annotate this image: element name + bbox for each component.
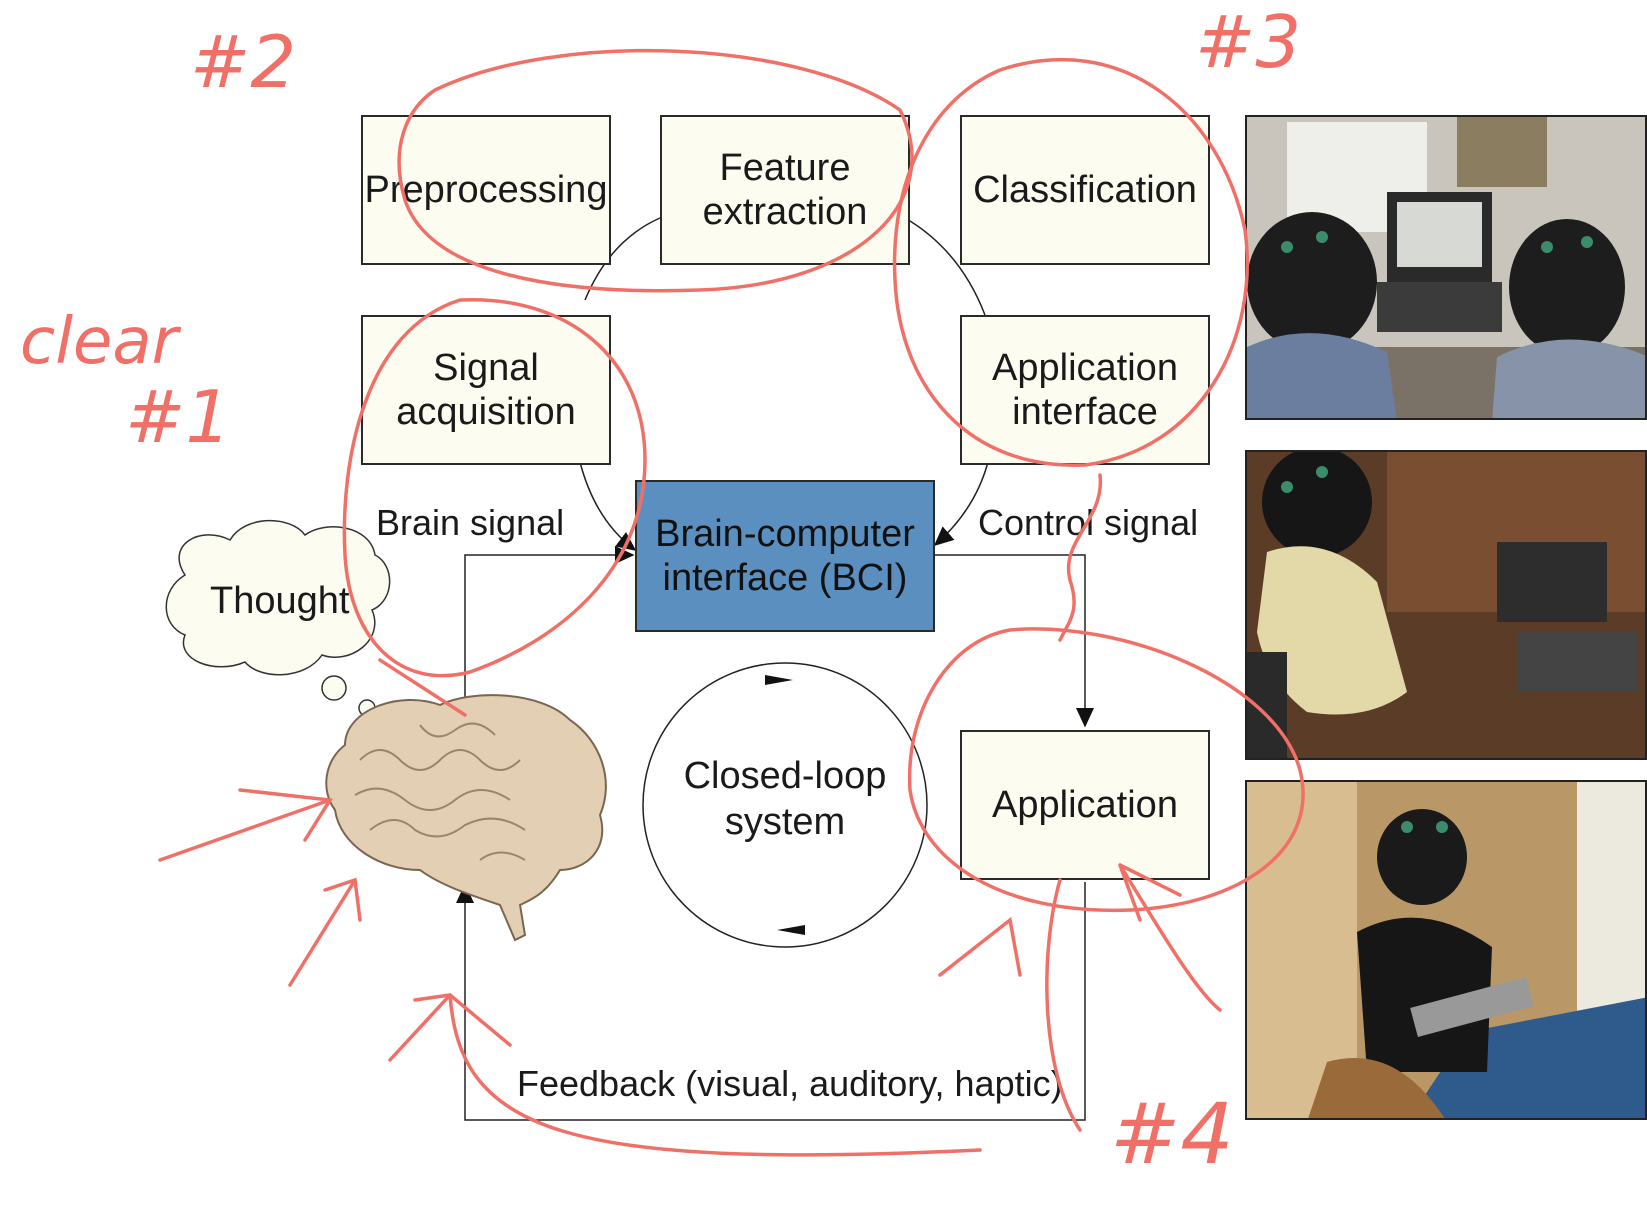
annotation-mark-1-word: clear <box>20 305 178 379</box>
processing-arc-top-right <box>904 217 986 316</box>
brain-illustration <box>325 694 607 942</box>
thought-label: Thought <box>210 580 350 622</box>
annotation-arrow-app-1 <box>938 916 1022 977</box>
thought-bubble-1 <box>321 675 347 701</box>
annotation-line-app <box>1045 878 1082 1132</box>
signal-acquisition-box: Signal acquisition <box>361 315 611 465</box>
brain-to-bci-line <box>464 546 635 710</box>
annotation-ellipse-4 <box>907 627 1305 913</box>
closed-loop-arrow-bottom <box>777 925 805 935</box>
bci-to-application-line <box>935 554 1094 728</box>
thought-cloud <box>165 519 391 676</box>
photo-robotic-arm <box>1245 780 1647 1120</box>
application-interface-box: Application interface <box>960 315 1210 465</box>
annotation-arrow-brain-2 <box>288 877 362 987</box>
annotation-tail-1 <box>378 658 467 717</box>
annotation-mark-2: #2 <box>190 20 297 104</box>
annotation-arrow-app-2 <box>1118 863 1222 1012</box>
annotation-mark-4: #4 <box>1110 1085 1234 1183</box>
processing-arc-right <box>933 461 989 546</box>
application-box: Application <box>960 730 1210 880</box>
feedback-line <box>456 882 1086 1121</box>
feedback-label: Feedback (visual, auditory, haptic) <box>517 1063 1063 1104</box>
annotation-underline-feedback <box>448 993 982 1157</box>
annotation-mark-3: #3 <box>1195 0 1302 84</box>
photo-eeg-lab <box>1245 115 1647 420</box>
closed-loop-label: Closed-loop system <box>683 755 887 843</box>
classification-box: Classification <box>960 115 1210 265</box>
closed-loop-arrow-top <box>765 675 793 685</box>
annotation-squiggle <box>1058 473 1103 642</box>
annotation-arrow-brain-1 <box>158 788 333 862</box>
annotation-ellipse-2 <box>397 48 914 293</box>
annotation-ellipse-1 <box>342 298 647 678</box>
bci-box: Brain-computer interface (BCI) <box>635 480 935 632</box>
brain-signal-label: Brain signal <box>376 502 565 543</box>
closed-loop-circle <box>642 662 928 948</box>
annotation-mark-1-num: #1 <box>125 375 232 459</box>
photo-home-user <box>1245 450 1647 760</box>
annotation-ellipse-3 <box>892 58 1250 467</box>
